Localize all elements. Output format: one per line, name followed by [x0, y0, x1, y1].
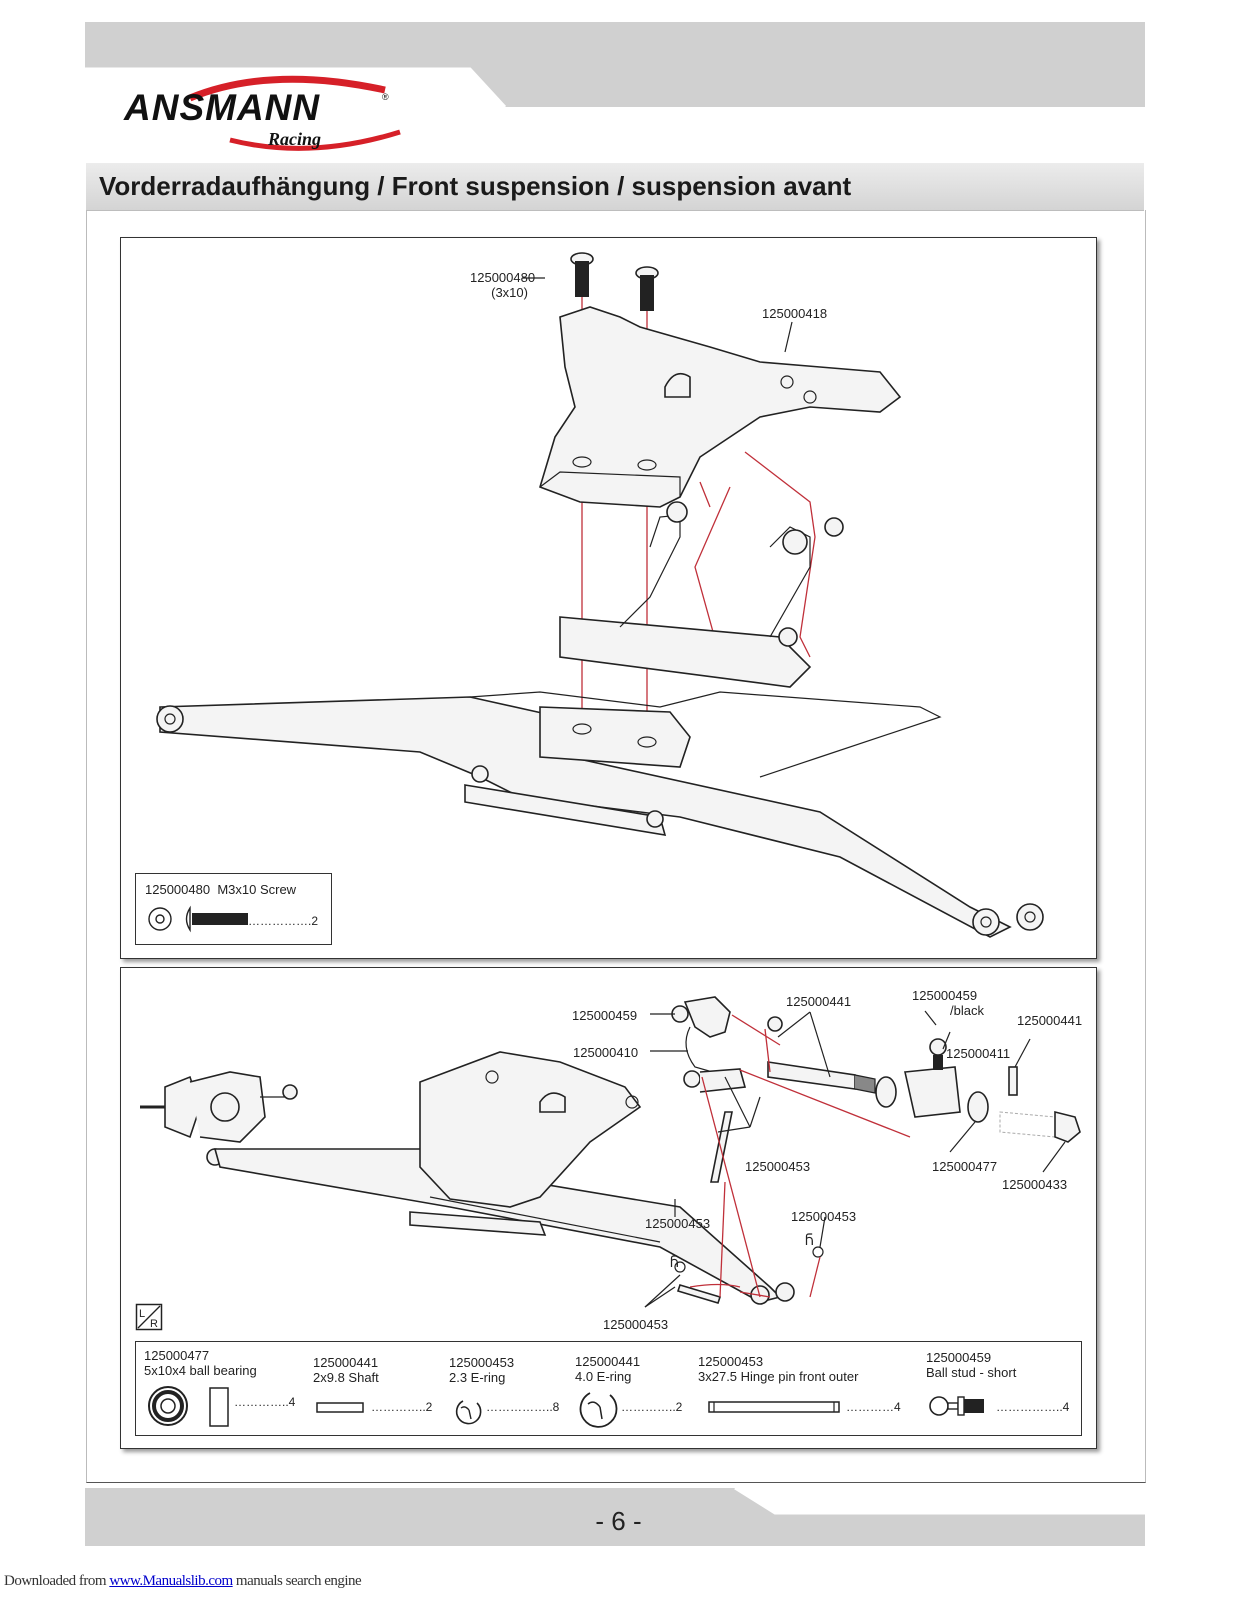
callout-125000441-right: 125000441 — [1017, 1013, 1083, 1028]
e-ring-icon — [579, 1392, 618, 1428]
legend-qty: …………..2 — [371, 1400, 433, 1414]
screw-icon — [570, 252, 659, 311]
legend-qty: ……………..8 — [486, 1400, 560, 1414]
screw-icon — [148, 905, 248, 933]
section-title-bar: Vorderradaufhängung / Front suspension /… — [86, 163, 1144, 211]
footer-band — [85, 1486, 1145, 1546]
left-right-icon: L R — [135, 1303, 163, 1331]
legend-qty: …………4 — [846, 1400, 901, 1414]
callout-125000480: 125000480 (3x10) — [470, 270, 536, 300]
manualslib-link[interactable]: www.Manualslib.com — [109, 1573, 233, 1589]
download-note: Downloaded from www.Manualslib.com manua… — [4, 1573, 362, 1589]
front-suspension-assembly-drawing — [156, 252, 1044, 938]
svg-text:Ⴌ: Ⴌ — [805, 1232, 814, 1248]
callout-125000459-black: 125000459 /black — [912, 988, 984, 1018]
steering-knuckle-exploded-drawing: Ⴌ Ⴌ — [140, 996, 1081, 1308]
section-title: Vorderradaufhängung / Front suspension /… — [99, 171, 852, 201]
callout-125000410: 125000410 — [573, 1045, 639, 1060]
svg-text:Racing: Racing — [267, 129, 321, 149]
callout-125000441-top: 125000441 — [786, 994, 852, 1009]
shaft-icon — [316, 1402, 364, 1413]
callout-125000453-b: 125000453 — [645, 1216, 711, 1231]
callout-125000418: 125000418 — [762, 306, 828, 321]
page-number: - 6 - — [595, 1506, 642, 1536]
svg-text:®: ® — [382, 92, 389, 102]
callout-125000433: 125000433 — [1002, 1177, 1068, 1192]
ansmann-racing-logo: ANSMANN ® Racing — [120, 70, 410, 165]
ball-bearing-icon — [148, 1386, 229, 1427]
hinge-pin-icon — [708, 1401, 840, 1413]
parts-legend-screws: 125000480 M3x10 Screw …………….2 — [135, 873, 332, 945]
svg-text:ANSMANN: ANSMANN — [123, 87, 320, 128]
callout-125000459-left: 125000459 — [572, 1008, 638, 1023]
header-band — [85, 22, 1145, 109]
callout-125000477: 125000477 — [932, 1159, 998, 1174]
callout-125000453-d: 125000453 — [603, 1317, 669, 1332]
callout-125000411: 125000411 — [946, 1046, 1011, 1061]
legend-qty: ……………..4 — [996, 1400, 1070, 1414]
legend-part-number: 125000480 M3x10 Screw — [145, 882, 297, 897]
ball-stud-icon — [929, 1396, 984, 1416]
legend-qty: …………..2 — [621, 1400, 683, 1414]
callout-125000453-c: 125000453 — [791, 1209, 857, 1224]
legend-qty: …………….2 — [248, 914, 319, 928]
callout-125000453-a: 125000453 — [745, 1159, 811, 1174]
svg-text:R: R — [150, 1318, 158, 1330]
page-frame — [86, 210, 1146, 1483]
svg-text:L: L — [139, 1308, 145, 1320]
e-ring-icon — [455, 1400, 482, 1425]
svg-text:Ⴌ: Ⴌ — [670, 1254, 679, 1270]
legend-qty: …………..4 — [234, 1395, 296, 1409]
